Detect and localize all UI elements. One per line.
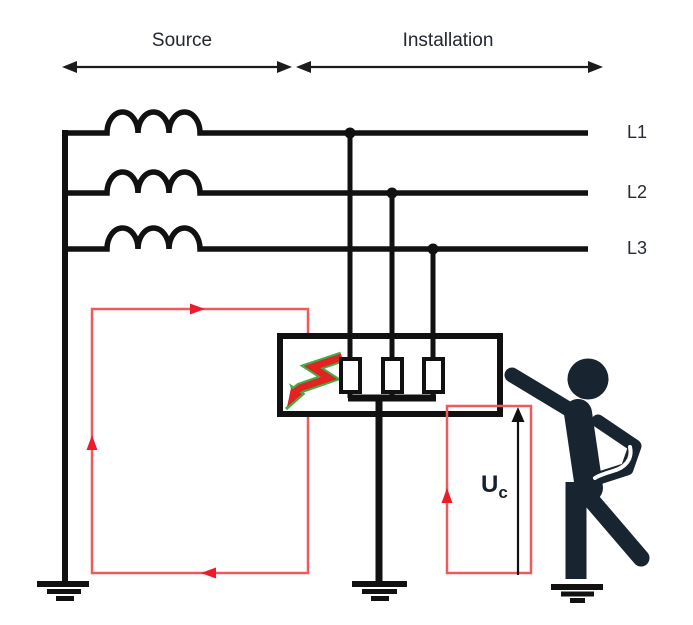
- phase-line-l2-with-coil: [63, 169, 588, 196]
- junction-dots: [344, 127, 439, 255]
- load-element-2: [381, 357, 404, 394]
- earth-ground-icon-source: [37, 581, 89, 601]
- person-extended-leg: [578, 486, 650, 567]
- touch-voltage-loop: [441, 404, 533, 575]
- touch-voltage-label: Uc: [481, 471, 508, 502]
- earth-ground-icon-installation: [352, 581, 407, 601]
- phase-label-l3: L3: [627, 238, 648, 258]
- phase-line-l1-with-coil: [63, 109, 588, 136]
- neutral-bar-and-earth-stem: [348, 394, 436, 584]
- junction-dot-l1: [344, 127, 356, 139]
- load-elements: [339, 357, 445, 394]
- person-torso: [564, 399, 603, 502]
- fault-loop-arrow-right-icon: [190, 303, 205, 315]
- uc-voltage-arrow: [511, 407, 525, 575]
- load-element-1: [339, 357, 362, 394]
- junction-dot-l3: [427, 243, 439, 255]
- phase-label-l1: L1: [627, 122, 648, 142]
- touch-loop-arrow-up-icon: [441, 488, 453, 503]
- measure-arrow-source: [62, 61, 292, 73]
- person-arm-gap: [593, 445, 633, 480]
- load-element-3: [422, 357, 445, 394]
- fault-loop-arrow-left-icon: [201, 567, 216, 579]
- earth-ground-icon-person: [551, 584, 603, 603]
- fault-loop-arrow-up-icon: [86, 435, 98, 450]
- installation-section-label: Installation: [402, 30, 494, 51]
- junction-dot-l2: [386, 187, 398, 199]
- uc-subscript: c: [498, 482, 508, 502]
- person-raised-arm: [504, 367, 578, 418]
- fault-current-loop: [86, 303, 310, 579]
- phase-line-l3-with-coil: [63, 225, 588, 252]
- person-head: [567, 358, 609, 400]
- measure-arrow-installation: [296, 61, 603, 73]
- phase-label-l2: L2: [627, 182, 648, 202]
- source-wiring: [62, 109, 588, 584]
- person-figure: [504, 358, 650, 579]
- lightning-fault-icon: [284, 351, 344, 411]
- uc-symbol: U: [481, 471, 499, 498]
- source-section-label: Source: [151, 30, 213, 51]
